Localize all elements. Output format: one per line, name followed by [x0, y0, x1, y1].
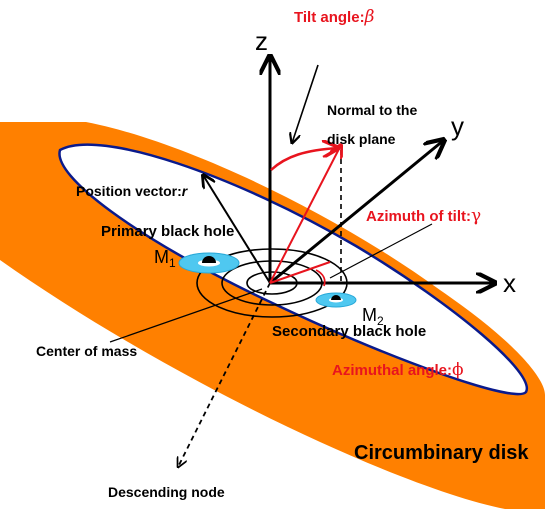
m2-label: M2: [362, 305, 384, 328]
primary-black-hole: [178, 252, 240, 274]
azimuth-tilt-arc: [315, 269, 326, 287]
circumbinary-disk-label: Circumbinary disk: [354, 442, 529, 464]
tilt-arc: [270, 148, 338, 171]
azimuth-tilt-label: Azimuth of tilt:γ: [366, 206, 481, 226]
normal-vector: [269, 145, 341, 284]
normal-label-line1: Normal to the: [327, 102, 417, 118]
m1-subscript: 1: [169, 256, 176, 270]
azimuth-pointer: [329, 223, 433, 279]
m2-subscript: 2: [377, 314, 384, 328]
azimuthal-symbol: ϕ: [452, 360, 464, 380]
position-symbol: r: [182, 183, 189, 199]
secondary-black-hole: [315, 292, 357, 308]
tilt-symbol: β: [364, 7, 375, 27]
tilt-angle-label: Tilt angle:β: [294, 7, 375, 27]
y-axis: [269, 140, 444, 285]
position-vector: [203, 175, 271, 284]
azimuthal-angle-label: Azimuthal angle:ϕ: [332, 360, 464, 380]
circumbinary-disk: [0, 122, 545, 509]
secondary-bh-label: Secondary black hole: [272, 323, 426, 340]
x-axis-label: x: [503, 268, 516, 298]
primary-bh-label: Primary black hole: [101, 223, 234, 240]
z-axis-label: z: [255, 26, 268, 56]
normal-projection-red: [269, 261, 331, 284]
normal-label-line2: disk plane: [327, 131, 396, 147]
azimuth-tilt-symbol: γ: [471, 206, 481, 226]
disk-inner-edge: [58, 143, 529, 396]
center-of-mass-label: Center of mass: [36, 343, 137, 359]
com-pointer: [109, 288, 263, 343]
m1-label: M1: [154, 247, 176, 270]
y-axis-label: y: [451, 111, 464, 141]
position-vector-label: Position vector:r: [76, 183, 189, 199]
descending-node-label: Descending node: [108, 484, 225, 500]
tilt-label-pointer: [292, 64, 319, 143]
descending-node-line: [178, 282, 271, 467]
